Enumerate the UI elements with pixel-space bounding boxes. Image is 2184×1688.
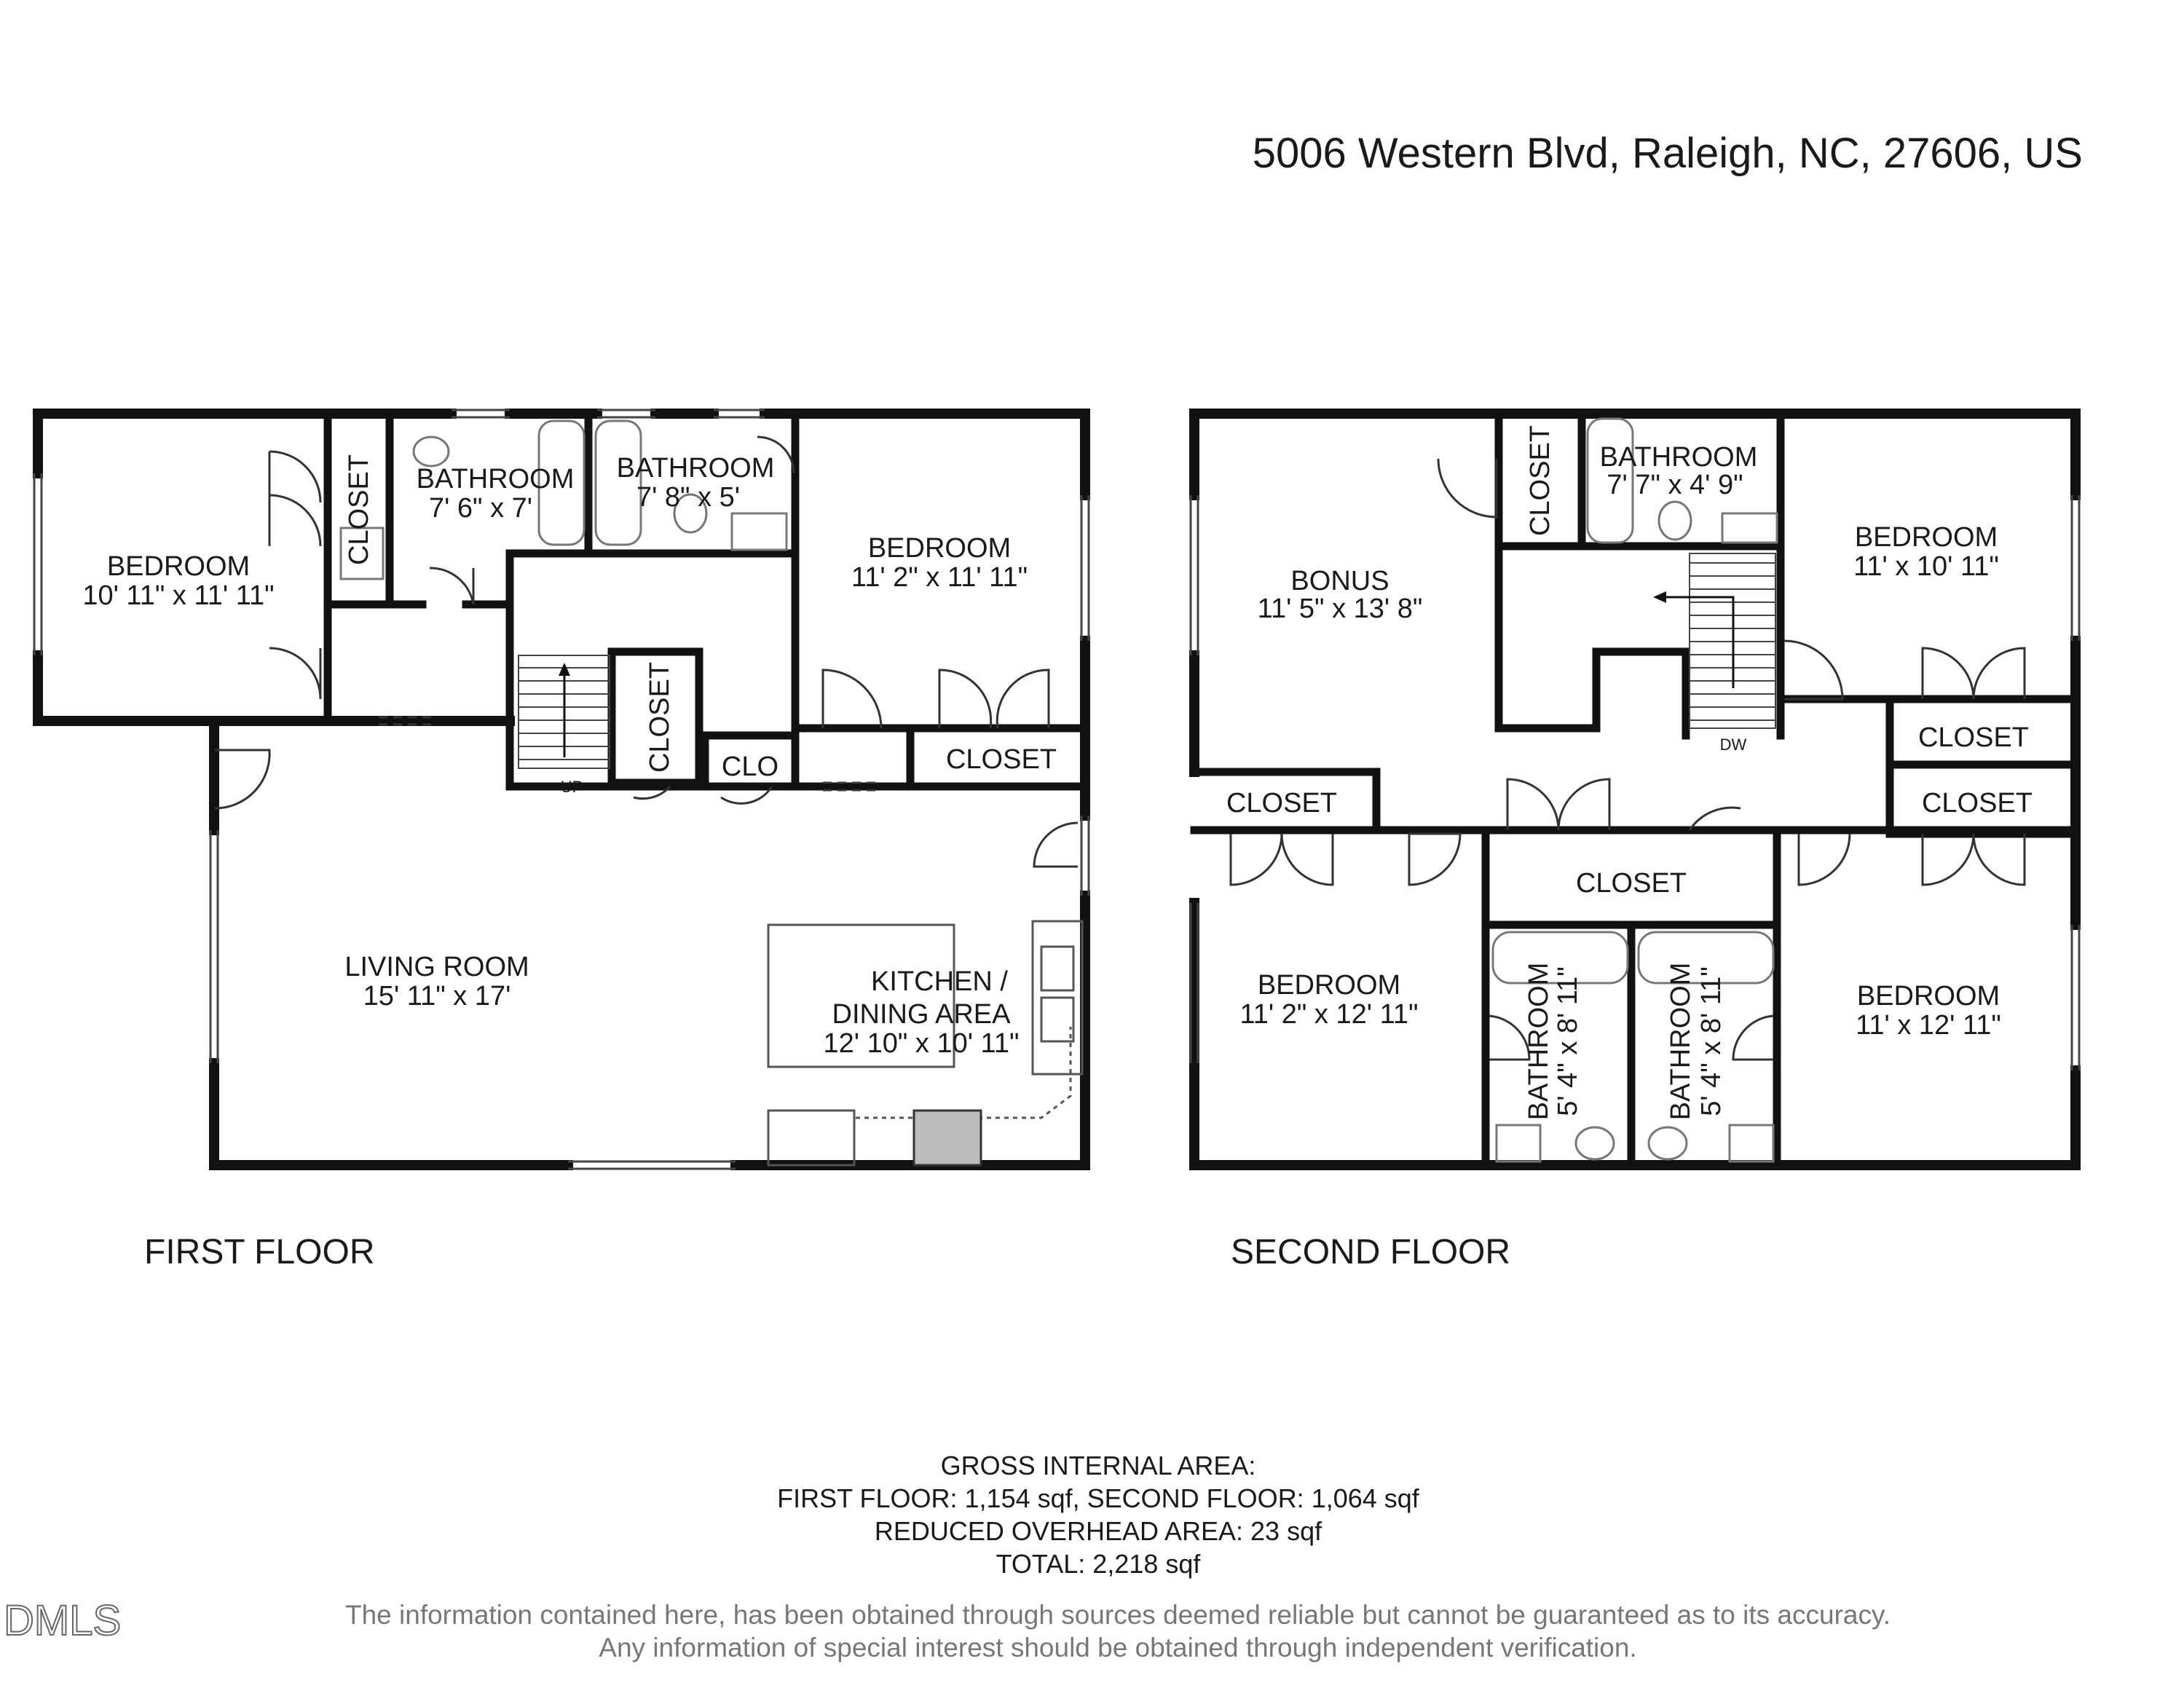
room-size-bedroom-2: 11' 2" x 11' 11" [851,562,1028,593]
room-label-kitchen: KITCHEN / [871,966,1008,997]
room-label-closet-6: CLOSET [1922,788,2033,819]
floor-label-first: FIRST FLOOR [144,1233,374,1271]
room-size-bathroom-4: 5' 4" x 8' 11" [1553,966,1583,1116]
area-floors-line: FIRST FLOOR: 1,154 sqf, SECOND FLOOR: 1,… [777,1483,1420,1513]
room-size-bonus: 11' 5" x 13' 8" [1258,593,1423,624]
room-size-kitchen: 12' 10" x 10' 11" [824,1028,1020,1059]
area-heading: GROSS INTERNAL AREA: [941,1451,1256,1480]
room-label-bonus: BONUS [1290,566,1389,596]
room-label-closet-7: CLOSET [1226,788,1337,819]
room-label-closet-8: CLOSET [1576,868,1687,899]
area-total-line: TOTAL: 2,218 sqf [996,1549,1202,1579]
room-size-bathroom-1: 7' 6" x 7' [429,493,532,524]
room-size-bedroom-5: 11' x 12' 11" [1856,1010,2001,1041]
room-label-bathroom-2: BATHROOM [617,453,775,484]
room-label-bathroom-1: BATHROOM [417,464,575,494]
room-label-closet-3: CLOSET [946,744,1057,775]
second-floor-plan: BONUS 11' 5" x 13' 8" CLOSET BATHROOM 7'… [1189,409,2081,1271]
room-label-closet-2: CLOSET [644,662,675,773]
room-label-bedroom-1: BEDROOM [107,551,250,582]
room-label-bedroom-4: BEDROOM [1258,970,1400,1001]
room-label-clo: CLO [722,752,778,782]
room-label-closet-4: CLOSET [1525,425,1556,536]
disclaimer-line-2: Any information of special interest shou… [599,1633,1636,1663]
room-size-bathroom-3: 7' 7" x 4' 9" [1607,470,1743,500]
room-label-bathroom-5: BATHROOM [1665,963,1696,1121]
dw-label: DW [1720,735,1747,754]
room-size-living-room: 15' 11" x 17' [363,981,511,1011]
area-reduced-line: REDUCED OVERHEAD AREA: 23 sqf [875,1516,1322,1546]
room-size-bedroom-3: 11' x 10' 11" [1853,551,1999,582]
room-size-bedroom-4: 11' 2" x 12' 11" [1239,999,1418,1030]
room-size-bathroom-5: 5' 4" x 8' 11" [1696,966,1727,1116]
room-label-closet-1: CLOSET [344,454,374,565]
disclaimer-line-1: The information contained here, has been… [345,1600,1891,1630]
floor-label-second: SECOND FLOOR [1231,1233,1510,1271]
first-floor-plan: BEDROOM 10' 11" x 11' 11" CLOSET BATHROO… [33,409,1090,1271]
room-label-bathroom-4: BATHROOM [1523,963,1554,1121]
room-label-bedroom-3: BEDROOM [1855,522,1998,553]
room-label-dining-area: DINING AREA [832,999,1012,1030]
room-label-closet-5: CLOSET [1918,722,2029,753]
property-address: 5006 Western Blvd, Raleigh, NC, 27606, U… [1253,130,2083,177]
room-label-living-room: LIVING ROOM [344,952,529,982]
area-summary: GROSS INTERNAL AREA: FIRST FLOOR: 1,154 … [777,1451,1420,1579]
room-label-bathroom-3: BATHROOM [1600,442,1758,473]
room-size-bedroom-1: 10' 11" x 11' 11" [82,580,274,611]
stair-up-label: UP [561,778,583,796]
dmls-logo: DMLS [4,1597,121,1644]
room-label-bedroom-5: BEDROOM [1857,981,2000,1011]
room-label-bedroom-2: BEDROOM [868,533,1011,564]
room-size-bathroom-2: 7' 8" x 5' [636,482,740,513]
